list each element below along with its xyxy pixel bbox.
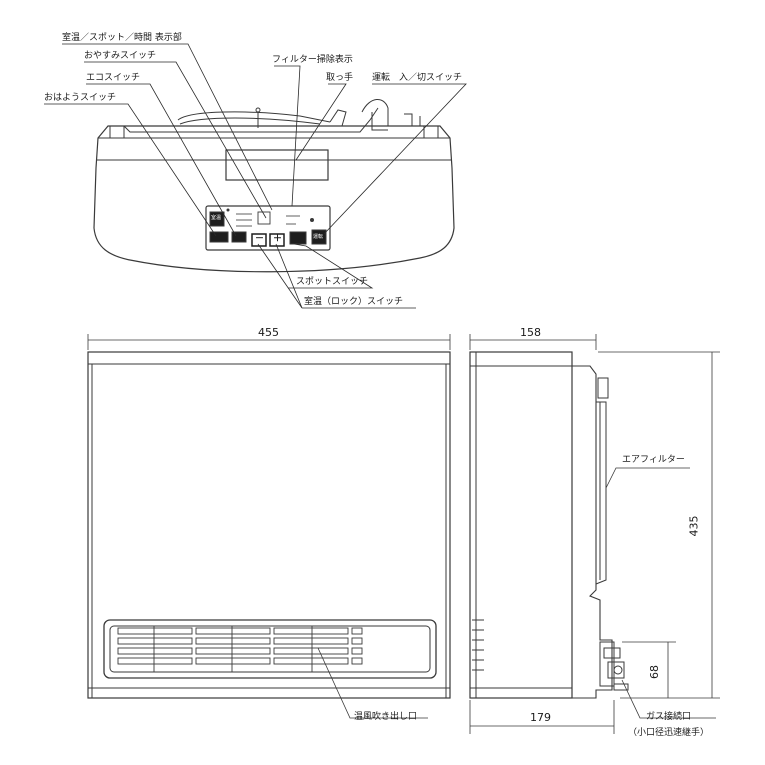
gas-height-value: 68 [648,665,661,679]
side-depth-dimension [469,334,597,350]
plus-button-label: ＋ [273,234,283,244]
power-switch-callout: 運転 入／切スイッチ [372,73,463,83]
height-value: 435 [687,515,701,537]
morning-switch-callout: おはようスイッチ [44,93,117,103]
height-dimension [598,351,720,699]
callout-leaders [44,43,467,309]
temp-button-label: 室温 [211,215,222,221]
front-width-value: 455 [258,326,279,339]
air-filter-leader [605,467,690,489]
side-depth-value: 158 [520,326,541,339]
bottom-depth-dimension [469,700,615,734]
outlet-leader [317,647,428,719]
gas-height-dimension [622,641,676,698]
side-view [469,351,629,699]
bottom-depth-value: 179 [530,711,551,724]
gas-connection-callout: ガス接続口 [646,712,692,722]
display-callout: 室温／スポット／時間 表示部 [62,33,182,43]
run-button-label: 運転 [313,234,324,240]
front-width-dimension [87,334,451,350]
temp-lock-switch-callout: 室温（ロック）スイッチ [304,297,404,307]
spot-switch-callout: スポットスイッチ [296,277,369,287]
minus-button-label: － [255,234,265,244]
air-filter-callout: エアフィルター [622,455,685,465]
eco-switch-callout: エコスイッチ [86,73,141,83]
handle-callout: 取っ手 [326,73,354,83]
sleep-switch-callout: おやすみスイッチ [84,51,157,61]
front-view [87,351,451,699]
outlet-callout: 温風吹き出し口 [354,712,418,722]
gas-connection-note: （小口径迅速継手） [628,728,710,738]
gas-connection-leader [621,679,716,719]
top-view [93,99,455,273]
filter-indicator-callout: フィルター掃除表示 [272,55,353,65]
